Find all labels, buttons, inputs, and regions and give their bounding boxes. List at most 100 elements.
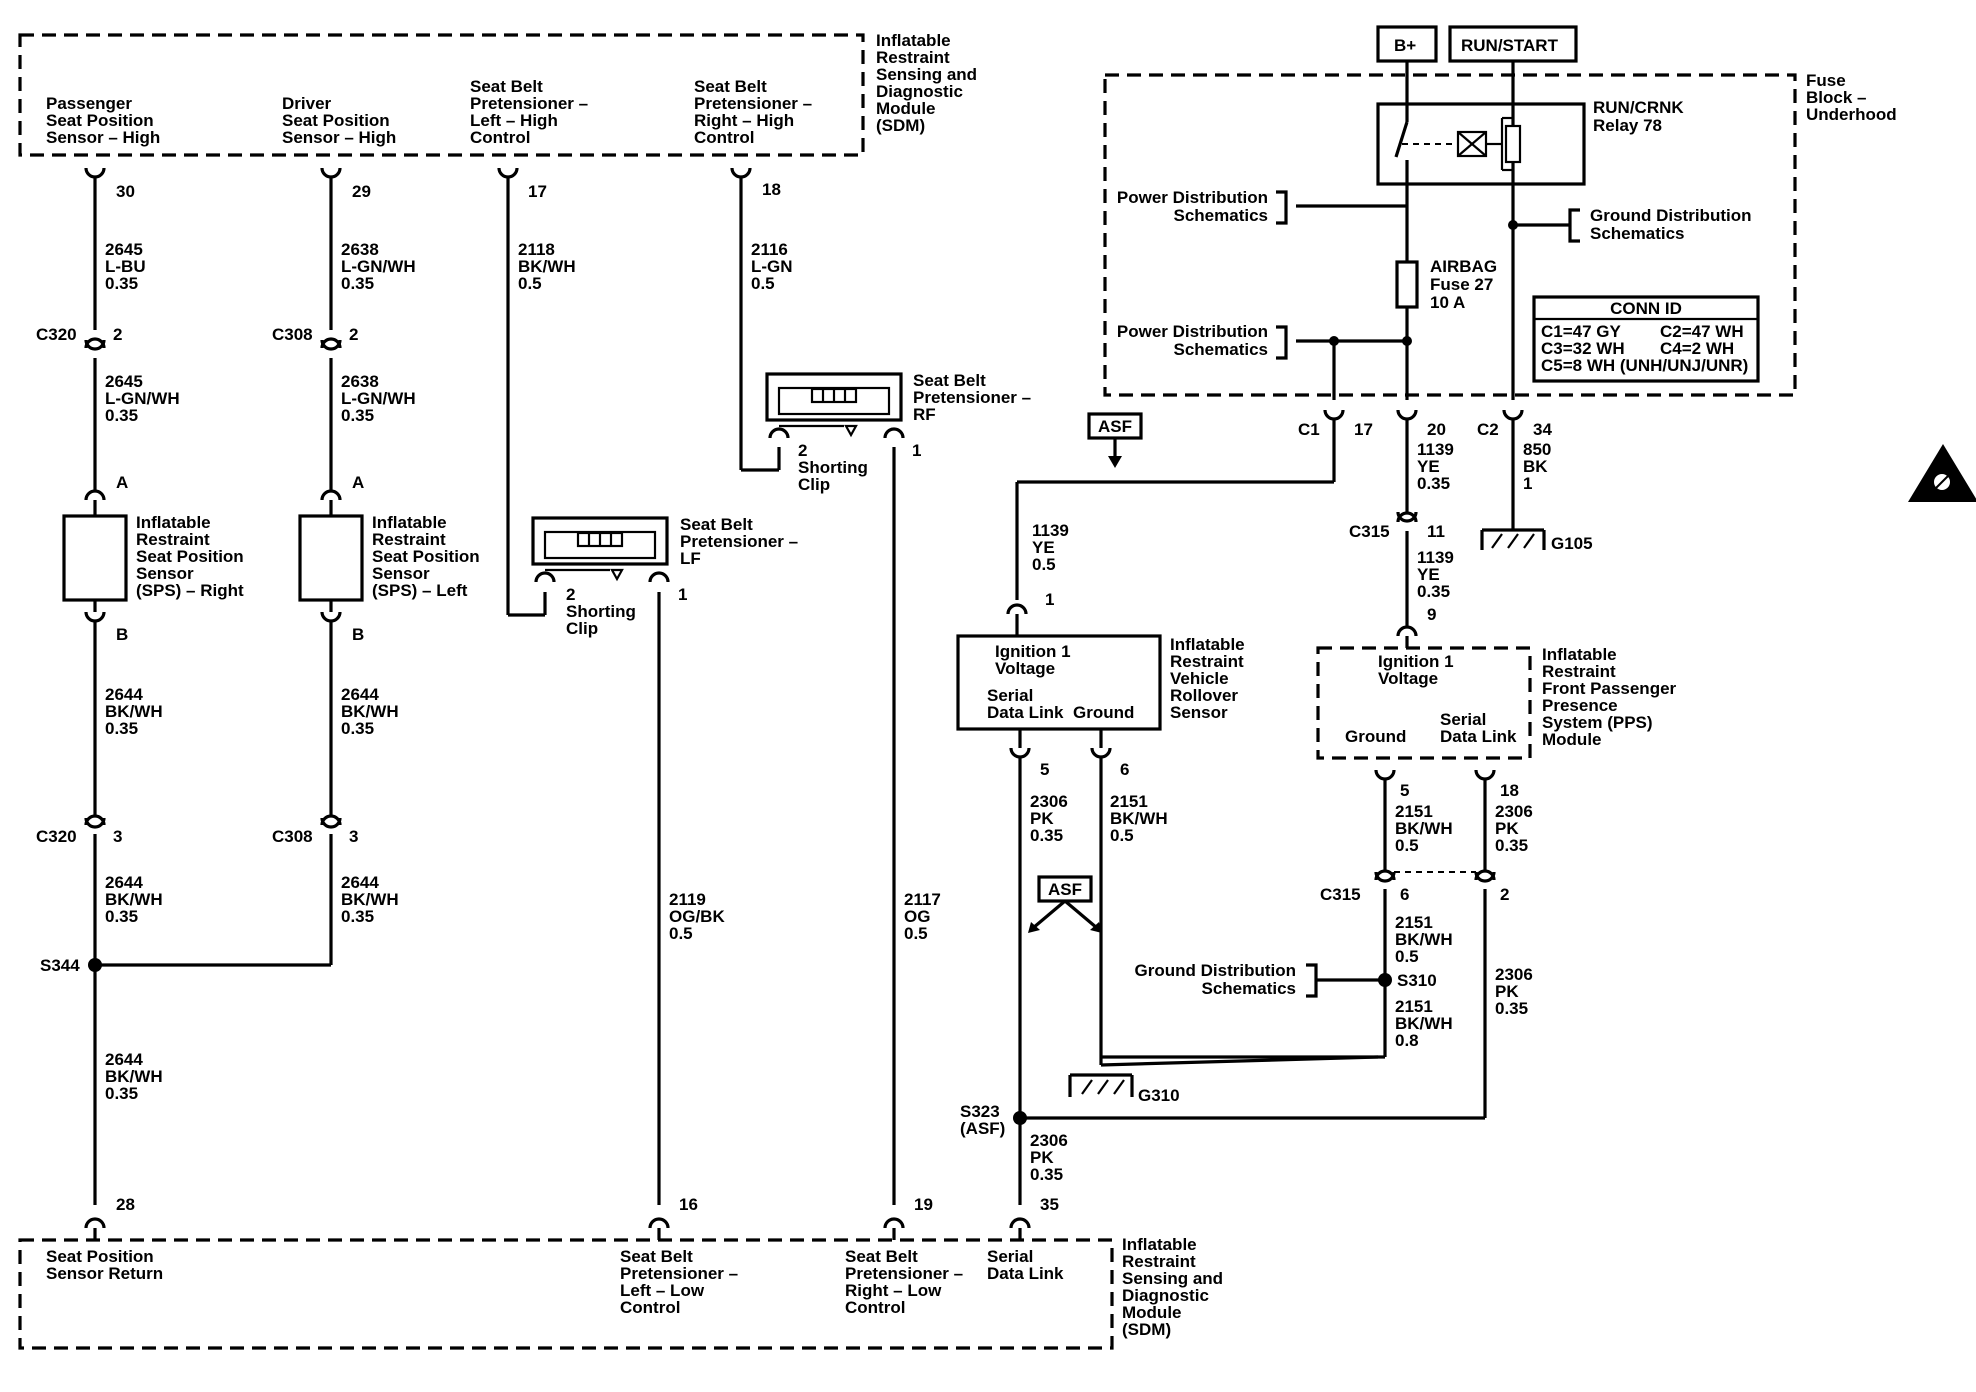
svg-text:Seat Belt: Seat Belt <box>680 515 753 534</box>
sps-right-box <box>62 514 128 602</box>
svg-text:Restraint: Restraint <box>1122 1252 1196 1271</box>
svg-text:Seat Position: Seat Position <box>46 1247 154 1266</box>
svg-text:Pretensioner –: Pretensioner – <box>845 1264 963 1283</box>
svg-text:2151: 2151 <box>1395 913 1433 932</box>
svg-text:OG: OG <box>904 907 930 926</box>
power-inputs: B+ RUN/START <box>1376 25 1578 104</box>
svg-text:Power Distribution: Power Distribution <box>1117 322 1268 341</box>
svg-text:YE: YE <box>1417 565 1440 584</box>
svg-text:5: 5 <box>1400 781 1409 800</box>
svg-text:2638: 2638 <box>341 372 379 391</box>
svg-text:BK/WH: BK/WH <box>341 890 399 909</box>
sdm-top-sockets: 30 29 17 18 <box>84 167 781 201</box>
svg-text:3: 3 <box>349 827 358 846</box>
svg-text:Sensor: Sensor <box>1170 703 1228 722</box>
svg-text:Serial: Serial <box>987 686 1033 705</box>
svg-text:Schematics: Schematics <box>1202 979 1297 998</box>
g105-ground: 850 BK 1 G105 <box>1480 419 1593 553</box>
svg-text:B: B <box>352 625 364 644</box>
svg-text:Sensor Return: Sensor Return <box>46 1264 163 1283</box>
svg-text:Sensor – High: Sensor – High <box>282 128 396 147</box>
svg-text:0.5: 0.5 <box>751 274 775 293</box>
svg-text:Fuse 27: Fuse 27 <box>1430 275 1493 294</box>
svg-text:18: 18 <box>762 180 781 199</box>
svg-text:Pretensioner –: Pretensioner – <box>694 94 812 113</box>
svg-text:Passenger: Passenger <box>46 94 132 113</box>
svg-text:ASF: ASF <box>1098 417 1132 436</box>
svg-text:Ignition 1: Ignition 1 <box>995 642 1071 661</box>
svg-text:Pretensioner –: Pretensioner – <box>470 94 588 113</box>
svg-text:Seat Position: Seat Position <box>372 547 480 566</box>
svg-text:20: 20 <box>1427 420 1446 439</box>
svg-text:0.35: 0.35 <box>105 406 138 425</box>
svg-text:C1: C1 <box>1298 420 1320 439</box>
svg-text:Schematics: Schematics <box>1174 340 1269 359</box>
svg-text:RUN/CRNK: RUN/CRNK <box>1593 98 1684 117</box>
svg-text:0.5: 0.5 <box>904 924 928 943</box>
ground-dist-ref-2: Ground Distribution Schematics <box>1135 961 1318 998</box>
svg-text:Right – Low: Right – Low <box>845 1281 942 1300</box>
svg-text:0.35: 0.35 <box>105 1084 138 1103</box>
rollover-sensor: Ignition 1 Voltage Serial Data Link Grou… <box>956 614 1245 779</box>
svg-text:1139: 1139 <box>1032 521 1069 540</box>
svg-text:Ignition 1: Ignition 1 <box>1378 652 1454 671</box>
svg-text:RF: RF <box>913 405 936 424</box>
svg-text:2638: 2638 <box>341 240 379 259</box>
svg-text:B+: B+ <box>1394 36 1416 55</box>
svg-text:L-GN/WH: L-GN/WH <box>341 389 416 408</box>
svg-text:2119: 2119 <box>669 890 706 909</box>
svg-text:0.35: 0.35 <box>1417 582 1450 601</box>
svg-text:Restraint: Restraint <box>876 48 950 67</box>
sdm-top-pin-labels: Passenger Seat Position Sensor – High Dr… <box>46 77 812 147</box>
svg-text:0.35: 0.35 <box>1495 999 1528 1018</box>
svg-text:S310: S310 <box>1397 971 1437 990</box>
svg-text:Pretensioner –: Pretensioner – <box>680 532 798 551</box>
svg-text:16: 16 <box>679 1195 698 1214</box>
svg-text:1: 1 <box>678 585 687 604</box>
svg-text:0.35: 0.35 <box>341 406 374 425</box>
svg-text:Front Passenger: Front Passenger <box>1542 679 1677 698</box>
svg-text:0.5: 0.5 <box>669 924 693 943</box>
svg-text:Seat Belt: Seat Belt <box>845 1247 918 1266</box>
pps-outputs: 2151 BK/WH 0.5 2306 PK 0.35 C315 6 2 215… <box>960 779 1533 1184</box>
svg-text:LF: LF <box>680 549 701 568</box>
svg-text:(SPS) – Left: (SPS) – Left <box>372 581 468 600</box>
svg-text:C308: C308 <box>272 827 313 846</box>
svg-text:2644: 2644 <box>341 873 379 892</box>
warning-triangle-icon <box>1908 444 1976 502</box>
svg-text:18: 18 <box>1500 781 1519 800</box>
svg-text:S344: S344 <box>40 956 80 975</box>
svg-text:Seat Belt: Seat Belt <box>620 1247 693 1266</box>
svg-text:Relay 78: Relay 78 <box>1593 116 1662 135</box>
svg-text:0.35: 0.35 <box>105 907 138 926</box>
svg-text:Sensing and: Sensing and <box>876 65 977 84</box>
svg-text:30: 30 <box>116 182 135 201</box>
svg-text:10 A: 10 A <box>1430 293 1465 312</box>
airbag-fuse <box>1395 260 1419 309</box>
svg-text:28: 28 <box>116 1195 135 1214</box>
svg-text:A: A <box>116 473 128 492</box>
svg-text:S323: S323 <box>960 1102 1000 1121</box>
svg-text:2644: 2644 <box>105 685 143 704</box>
svg-text:Ground: Ground <box>1073 703 1134 722</box>
svg-text:BK/WH: BK/WH <box>105 1067 163 1086</box>
sdm-bottom-label: Inflatable Restraint Sensing and Diagnos… <box>1122 1235 1223 1339</box>
svg-text:0.35: 0.35 <box>1417 474 1450 493</box>
svg-text:Inflatable: Inflatable <box>1170 635 1245 654</box>
svg-text:Fuse: Fuse <box>1806 71 1846 90</box>
svg-text:G310: G310 <box>1138 1086 1180 1105</box>
svg-text:Serial: Serial <box>987 1247 1033 1266</box>
svg-text:Inflatable: Inflatable <box>372 513 447 532</box>
svg-text:C4=2 WH: C4=2 WH <box>1660 339 1734 358</box>
svg-text:29: 29 <box>352 182 371 201</box>
svg-text:L-GN/WH: L-GN/WH <box>105 389 180 408</box>
svg-text:Schematics: Schematics <box>1174 206 1269 225</box>
fuse-block-wiring: AIRBAG Fuse 27 10 A <box>1296 184 1570 400</box>
svg-text:Control: Control <box>620 1298 680 1317</box>
svg-text:Serial: Serial <box>1440 710 1486 729</box>
svg-text:BK/WH: BK/WH <box>1395 819 1453 838</box>
svg-text:A: A <box>352 473 364 492</box>
svg-text:Inflatable: Inflatable <box>136 513 211 532</box>
pps-feed: 1139 YE 0.35 C315 11 1139 YE 0.35 9 <box>1349 419 1454 648</box>
svg-text:L-GN: L-GN <box>751 257 793 276</box>
